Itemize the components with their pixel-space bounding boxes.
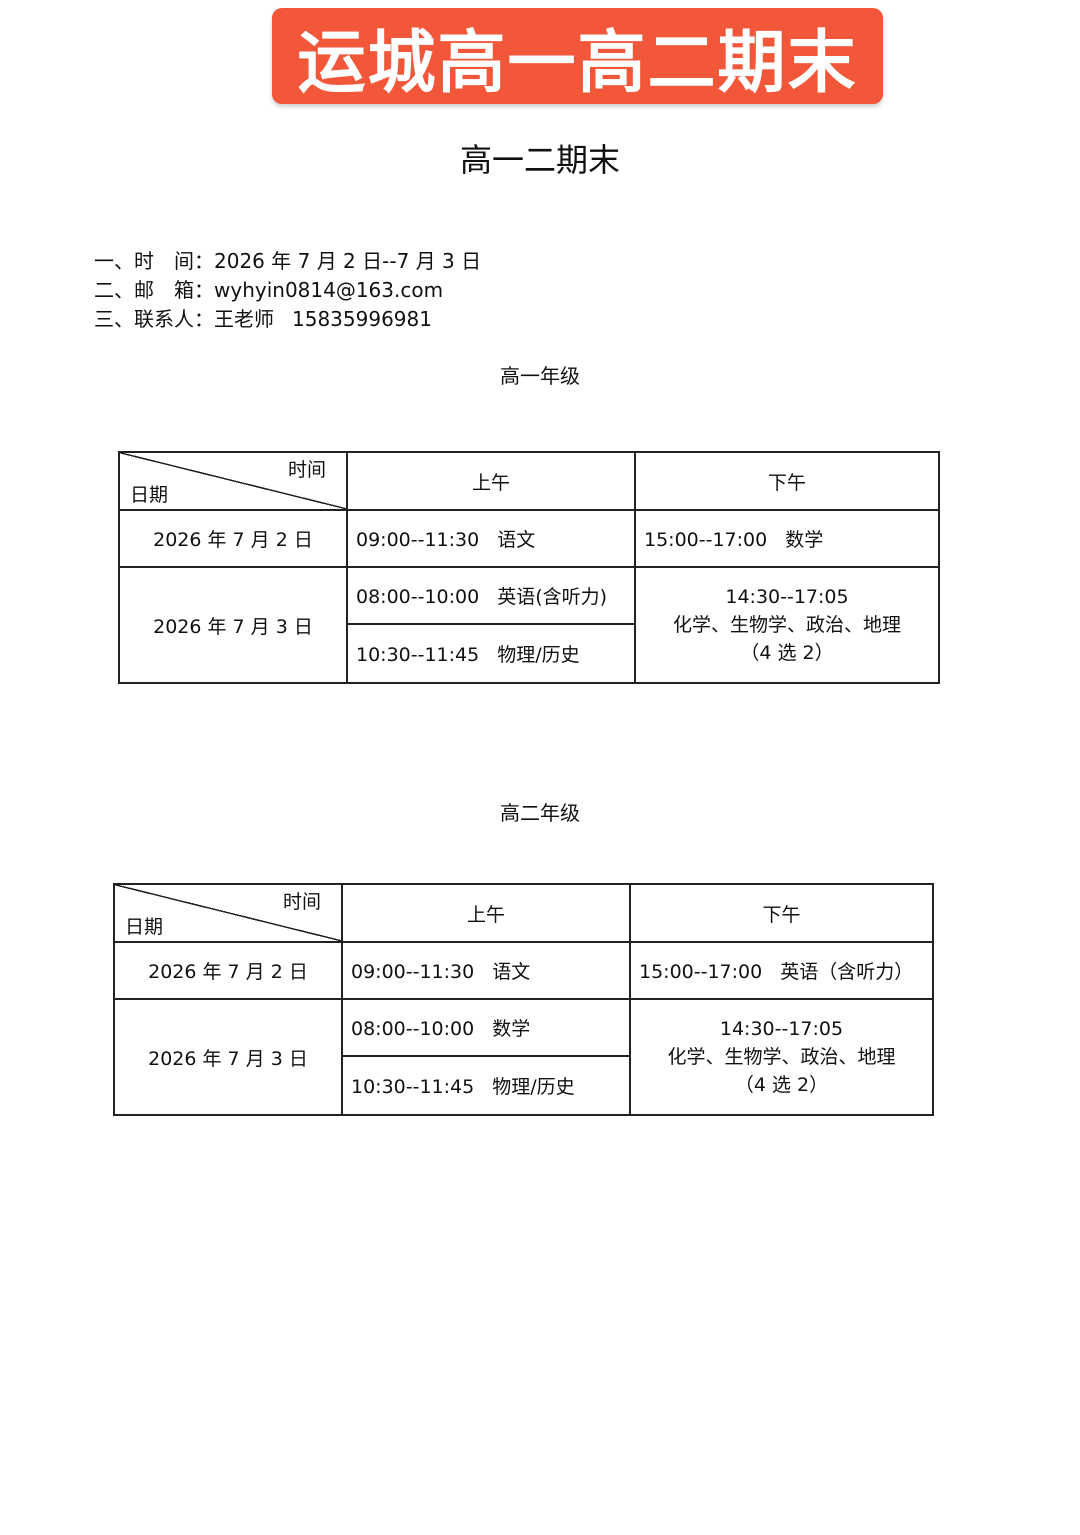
header-afternoon: 下午 (634, 451, 940, 511)
session-time: 08:00--10:00 (356, 586, 480, 608)
header-date-label: 日期 (125, 916, 164, 938)
session-subject: 数学 (785, 529, 824, 551)
header-corner-cell: 时间 日期 (113, 883, 343, 943)
banner-title: 运城高一高二期末 (297, 23, 858, 103)
info-email-value: wyhyin0814@163.com (214, 278, 444, 302)
session-note: （4 选 2） (734, 1074, 829, 1096)
date-cell: 2026 年 7 月 2 日 (113, 941, 343, 1000)
session-time: 09:00--11:30 (356, 529, 480, 551)
table-row: 2026 年 7 月 3 日 08:00--10:00 英语(含听力) 14:30… (118, 566, 940, 684)
session-time: 14:30--17:05 (719, 1018, 844, 1040)
morning-session-cell: 10:30--11:45 物理/历史 (346, 623, 636, 684)
date-cell: 2026 年 7 月 2 日 (118, 509, 348, 568)
morning-session-cell: 09:00--11:30 语文 (346, 509, 636, 568)
date-cell: 2026 年 7 月 3 日 (118, 566, 348, 684)
exam-info: 一、时 间：2026 年 7 月 2 日--7 月 3 日 二、邮 箱：wyhy… (94, 247, 481, 334)
morning-session-cell: 09:00--11:30 语文 (341, 941, 631, 1000)
session-time: 09:00--11:30 (351, 961, 475, 983)
header-morning: 上午 (346, 451, 636, 511)
table-row: 10:30--11:45 物理/历史 (114, 1055, 933, 1116)
session-time: 15:00--17:00 (644, 529, 768, 551)
session-time: 10:30--11:45 (356, 644, 480, 666)
info-contact-name: 王老师 (214, 307, 274, 331)
session-subject: 英语(含听力) (497, 586, 608, 608)
afternoon-session-cell: 15:00--17:00 数学 (634, 509, 940, 568)
info-time-line: 一、时 间：2026 年 7 月 2 日--7 月 3 日 (94, 247, 481, 276)
session-subject: 物理/历史 (497, 644, 580, 666)
info-time-value: 2026 年 7 月 2 日--7 月 3 日 (214, 249, 482, 273)
afternoon-session-cell: 15:00--17:00 英语（含听力） (629, 941, 934, 1000)
session-subject: 英语（含听力） (780, 961, 914, 983)
session-time: 10:30--11:45 (351, 1076, 475, 1098)
session-time: 08:00--10:00 (351, 1018, 475, 1040)
info-contact-phone: 15835996981 (292, 307, 432, 331)
header-time-label: 时间 (282, 891, 321, 913)
afternoon-session-cell: 14:30--17:05 化学、生物学、政治、地理 （4 选 2） (634, 566, 940, 684)
page-title: 高一二期末 (459, 141, 620, 179)
morning-session-cell: 10:30--11:45 物理/历史 (341, 1055, 631, 1116)
date-cell: 2026 年 7 月 3 日 (113, 998, 343, 1116)
table-row: 2026 年 7 月 3 日 08:00--10:00 数学 14:30--17:… (113, 998, 934, 1116)
grade2-schedule-table: 时间 日期 上午 下午 2026 年 7 月 2 日 09:00--11:30 语… (113, 883, 934, 1116)
header-afternoon: 下午 (629, 883, 934, 943)
header-banner: 运城高一高二期末 (272, 8, 883, 104)
session-subject: 化学、生物学、政治、地理 (667, 1046, 896, 1068)
morning-session-cell: 08:00--10:00 数学 (341, 998, 631, 1057)
header-corner-cell: 时间 日期 (118, 451, 348, 511)
header-date-label: 日期 (130, 484, 169, 506)
afternoon-session-cell: 14:30--17:05 化学、生物学、政治、地理 （4 选 2） (629, 998, 934, 1116)
table-row: 10:30--11:45 物理/历史 (119, 623, 939, 684)
grade1-schedule-table: 时间 日期 上午 下午 2026 年 7 月 2 日 09:00--11:30 语… (118, 451, 940, 684)
info-time-label: 一、时 间： (94, 249, 214, 273)
header-time-label: 时间 (287, 459, 326, 481)
table-row: 2026 年 7 月 2 日 09:00--11:30 语文 15:00--17:… (113, 941, 934, 1000)
session-subject: 化学、生物学、政治、地理 (672, 614, 901, 636)
session-time: 15:00--17:00 (639, 961, 763, 983)
table-row: 2026 年 7 月 2 日 09:00--11:30 语文 15:00--17:… (118, 509, 940, 568)
header-morning: 上午 (341, 883, 631, 943)
session-subject: 语文 (497, 529, 536, 551)
info-contact-label: 三、联系人： (94, 307, 214, 331)
session-subject: 物理/历史 (492, 1076, 575, 1098)
table-header-row: 时间 日期 上午 下午 (113, 883, 934, 943)
info-email-label: 二、邮 箱： (94, 278, 214, 302)
grade2-title: 高二年级 (500, 801, 580, 825)
session-subject: 数学 (492, 1018, 531, 1040)
session-subject: 语文 (492, 961, 531, 983)
info-contact-line: 三、联系人：王老师 15835996981 (94, 305, 481, 334)
grade1-title: 高一年级 (500, 364, 580, 388)
info-email-line: 二、邮 箱：wyhyin0814@163.com (94, 276, 481, 305)
session-time: 14:30--17:05 (725, 586, 849, 608)
session-note: （4 选 2） (740, 642, 834, 664)
morning-session-cell: 08:00--10:00 英语(含听力) (346, 566, 636, 625)
table-header-row: 时间 日期 上午 下午 (118, 451, 940, 511)
